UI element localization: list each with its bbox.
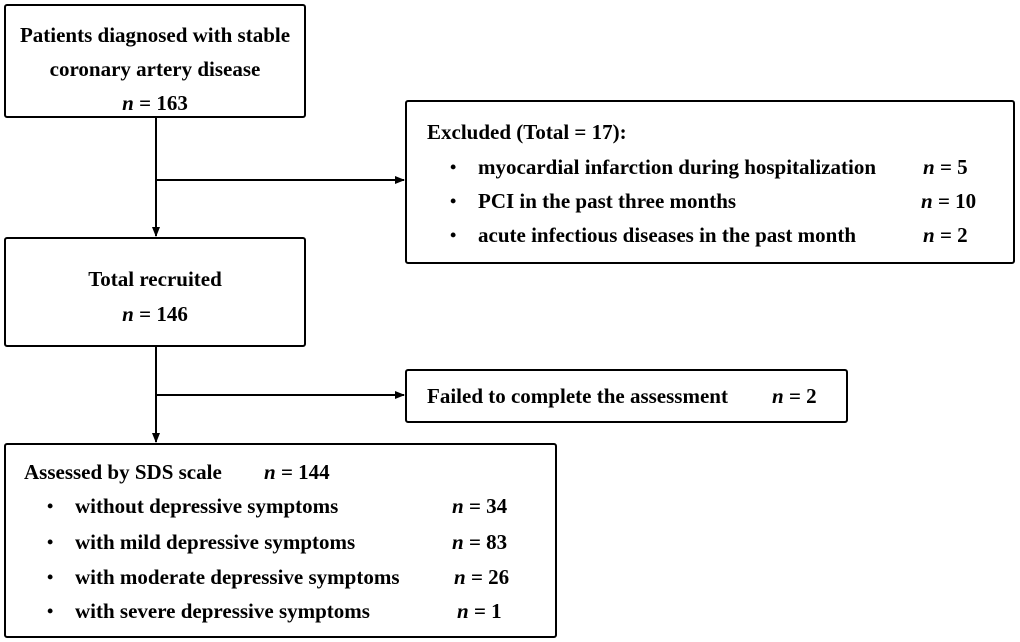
excluded-item-n: n = 2	[923, 223, 968, 247]
assessed-item-n: n = 26	[454, 565, 510, 589]
failed-n: n = 2	[772, 384, 817, 408]
bullet-icon: •	[47, 532, 54, 552]
assessed-item-n: n = 83	[452, 530, 508, 554]
assessed-item-label: with moderate depressive symptoms	[75, 565, 400, 589]
excluded-heading: Excluded (Total = 17):	[427, 120, 627, 144]
bullet-icon: •	[450, 157, 457, 177]
bullet-icon: •	[47, 567, 54, 587]
n-value: = 163	[133, 91, 188, 115]
excluded-item-n: n = 10	[921, 189, 977, 213]
bullet-icon: •	[450, 225, 457, 245]
excluded-item-label: PCI in the past three months	[478, 189, 737, 213]
bullet-icon: •	[47, 601, 54, 621]
n-symbol: n	[122, 91, 134, 115]
assessed-box: Assessed by SDS scale n = 144 • without …	[4, 443, 557, 638]
start-box: Patients diagnosed with stable coronary …	[4, 4, 306, 118]
failed-box: Failed to complete the assessment n = 2	[405, 369, 848, 423]
start-box-n: n = 163	[6, 91, 304, 115]
bullet-icon: •	[450, 191, 457, 211]
start-box-line2: coronary artery disease	[49, 57, 261, 81]
assessed-item-label: with severe depressive symptoms	[75, 599, 370, 623]
assessed-item-n: n = 34	[452, 494, 508, 518]
excluded-item-label: myocardial infarction during hospitaliza…	[478, 155, 877, 179]
excluded-box: Excluded (Total = 17): • myocardial infa…	[405, 100, 1015, 264]
start-box-line1: Patients diagnosed with stable	[19, 23, 291, 47]
assessed-heading: Assessed by SDS scale	[24, 460, 222, 484]
recruited-label: Total recruited	[88, 267, 222, 291]
assessed-item-n: n = 1	[457, 599, 502, 623]
bullet-icon: •	[47, 496, 54, 516]
assessed-item-label: with mild depressive symptoms	[75, 530, 356, 554]
assessed-item-label: without depressive symptoms	[75, 494, 339, 518]
excluded-item-label: acute infectious diseases in the past mo…	[478, 223, 857, 247]
assessed-n: n = 144	[264, 460, 330, 484]
recruited-n: n = 146	[122, 302, 188, 326]
excluded-item-n: n = 5	[923, 155, 968, 179]
recruited-box: Total recruited n = 146	[4, 237, 306, 347]
failed-label: Failed to complete the assessment	[427, 384, 728, 408]
